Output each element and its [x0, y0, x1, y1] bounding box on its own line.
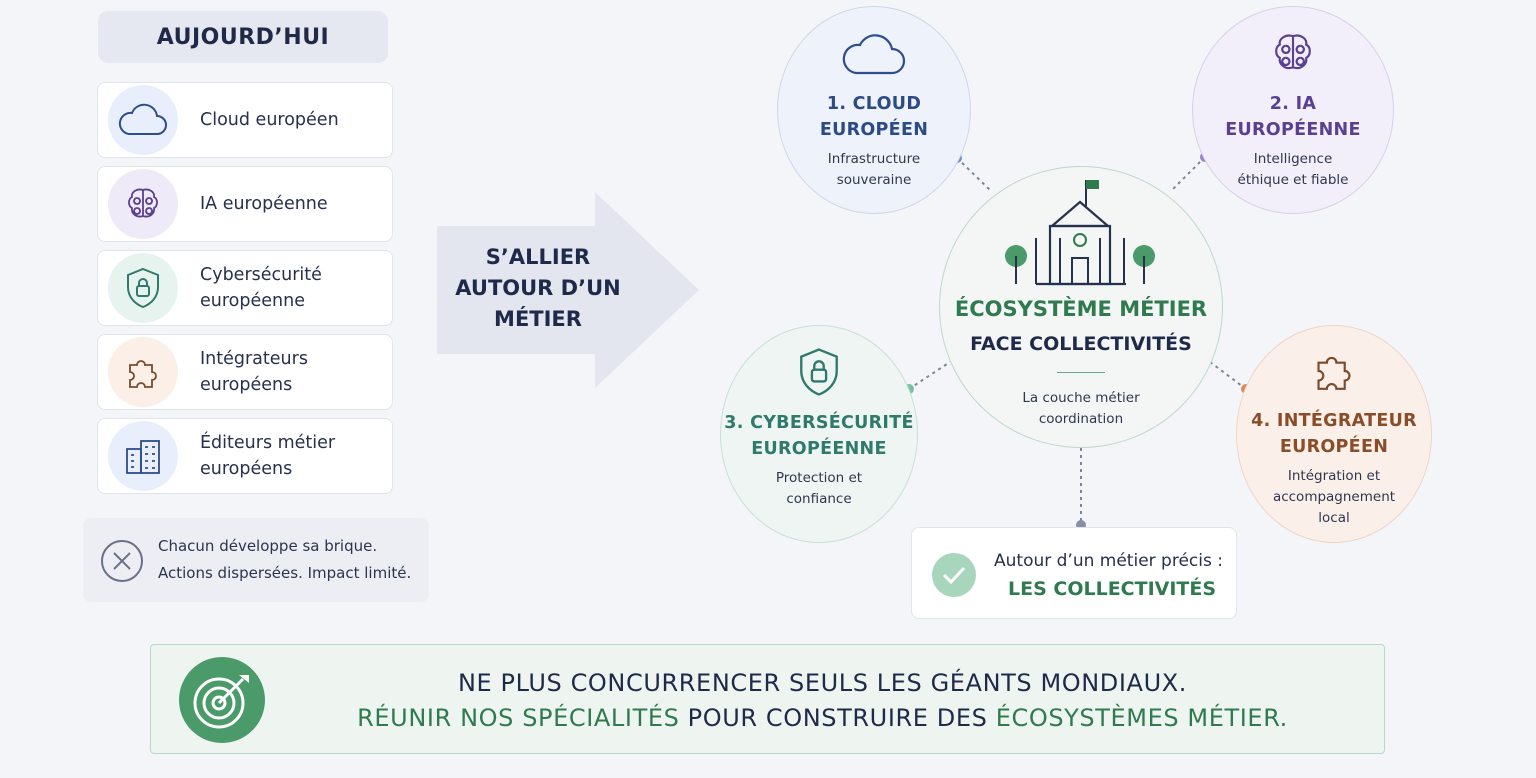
list-item-integrateurs: Intégrateurs européens	[97, 334, 393, 410]
town-hall-icon	[1005, 180, 1155, 286]
shield-lock-icon	[800, 348, 838, 396]
node-sub-2: éthique et fiable	[1237, 172, 1349, 188]
node-title-line-1: 3. CYBERSÉCURITÉ	[724, 413, 914, 433]
focus-line-1: Autour d’un métier précis :	[994, 551, 1223, 571]
node-title-line-2: EUROPÉENNE	[1225, 120, 1361, 140]
node-title-line-1: 1. CLOUD	[826, 94, 922, 114]
node-sub-1: Protection et	[775, 470, 863, 486]
node-title-line-2: EUROPÉEN	[1279, 437, 1389, 457]
conclusion-mid: POUR CONSTRUIRE DES	[687, 704, 988, 732]
brain-icon	[108, 169, 178, 239]
arrow-line-3: MÉTIER	[494, 307, 582, 331]
focus-box: Autour d’un métier précis : LES COLLECTI…	[911, 527, 1237, 619]
center-desc-2: coordination	[1038, 411, 1124, 427]
list-item-editeurs: Éditeurs métier européens	[97, 418, 393, 494]
check-circle-icon	[932, 553, 976, 597]
conclusion-banner: NE PLUS CONCURRENCER SEULS LES GÉANTS MO…	[150, 644, 1385, 754]
conclusion-line-2: RÉUNIR NOS SPÉCIALITÉS POUR CONSTRUIRE D…	[281, 704, 1364, 732]
warning-line-1: Chacun développe sa brique.	[158, 537, 378, 555]
list-item-ia: IA européenne	[97, 166, 393, 242]
arrow-line-2: AUTOUR D’UN	[455, 276, 621, 300]
node-cloud: 1. CLOUD EUROPÉEN Infrastructure souvera…	[777, 6, 971, 214]
node-sub-1: Infrastructure	[827, 151, 921, 167]
list-item-label: IA européenne	[200, 194, 328, 214]
node-sub-2: accompagnement	[1272, 489, 1396, 505]
center-divider	[1057, 372, 1105, 373]
center-title: ÉCOSYSTÈME MÉTIER	[954, 297, 1208, 321]
conclusion-highlight-a: RÉUNIR NOS SPÉCIALITÉS	[357, 704, 680, 732]
center-subtitle: FACE COLLECTIVITÉS	[970, 333, 1192, 355]
node-sub-2: confiance	[786, 491, 852, 507]
puzzle-icon	[1317, 356, 1351, 390]
puzzle-icon	[108, 337, 178, 407]
node-ia: 2. IA EUROPÉENNE Intelligence éthique et…	[1192, 6, 1394, 214]
x-circle-icon	[101, 540, 143, 582]
list-item-label: Intégrateurs européens	[200, 349, 308, 395]
list-item-label: Éditeurs métier européens	[200, 433, 336, 479]
focus-line-2: LES COLLECTIVITÉS	[1008, 578, 1217, 600]
center-node	[939, 166, 1223, 448]
node-title-line-2: EUROPÉENNE	[751, 439, 887, 459]
cloud-icon	[842, 34, 906, 75]
node-title-line-1: 2. IA	[1269, 94, 1317, 114]
node-title-line-1: 4. INTÉGRATEUR	[1251, 411, 1417, 431]
target-arrow-icon	[179, 657, 265, 743]
node-cyber: 3. CYBERSÉCURITÉ EUROPÉENNE Protection e…	[720, 325, 918, 543]
node-sub-2: souveraine	[836, 172, 912, 188]
node-sub-3: local	[1318, 510, 1350, 526]
node-sub-1: Intégration et	[1287, 468, 1381, 484]
node-sub-1: Intelligence	[1253, 151, 1333, 167]
shield-lock-icon	[108, 253, 178, 323]
node-integrateur: 4. INTÉGRATEUR EUROPÉEN Intégration et a…	[1236, 325, 1432, 543]
warning-box: Chacun développe sa brique. Actions disp…	[83, 518, 429, 602]
list-item-label: Cybersécurité européenne	[200, 265, 322, 311]
big-arrow-shape	[437, 192, 699, 388]
conclusion-highlight-b: ÉCOSYSTÈMES MÉTIER.	[995, 704, 1288, 732]
buildings-icon	[108, 421, 178, 491]
arrow-line-1: S’ALLIER	[485, 245, 591, 269]
warning-line-2: Actions dispersées. Impact limité.	[158, 564, 412, 582]
node-title-line-2: EUROPÉEN	[819, 120, 929, 140]
list-item-label: Cloud européen	[200, 110, 339, 130]
brain-icon	[1275, 34, 1311, 70]
arrow-label: S’ALLIER AUTOUR D’UN MÉTIER	[436, 242, 640, 335]
list-item-cloud: Cloud européen	[97, 82, 393, 158]
list-item-cyber: Cybersécurité européenne	[97, 250, 393, 326]
today-header: AUJOURD’HUI	[98, 11, 388, 63]
center-desc: La couche métier coordination	[940, 388, 1222, 430]
cloud-icon	[108, 85, 178, 155]
center-desc-1: La couche métier	[1022, 390, 1140, 406]
conclusion-line-1: NE PLUS CONCURRENCER SEULS LES GÉANTS MO…	[457, 669, 1188, 697]
